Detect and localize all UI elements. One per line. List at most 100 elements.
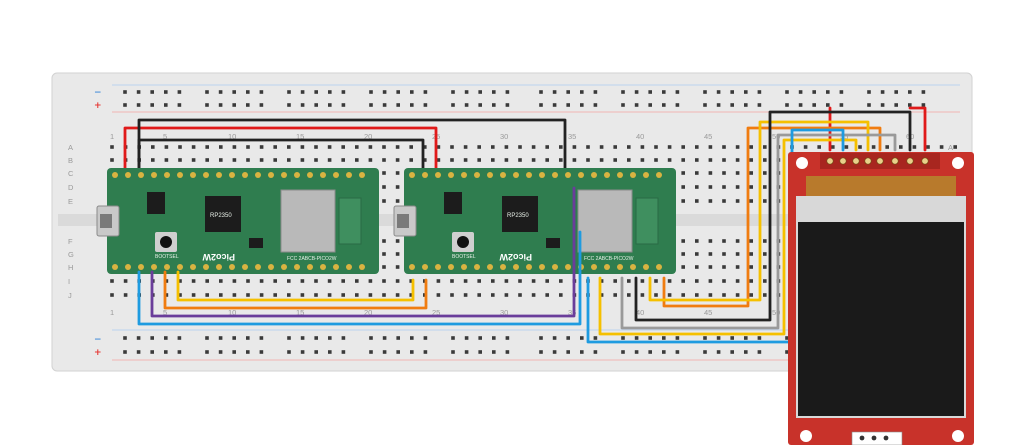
breadboard-hole: [110, 158, 114, 162]
col-num-bot-45: 45: [704, 308, 712, 317]
breadboard-hole: [531, 293, 536, 297]
breadboard-hole: [559, 293, 563, 297]
breadboard-hole: [382, 158, 386, 162]
power-rail-hole: [785, 350, 789, 354]
display-bottom-pins: [859, 435, 889, 441]
breadboard-hole: [164, 293, 169, 297]
breadboard-hole: [613, 158, 617, 162]
breadboard-hole: [627, 145, 631, 149]
power-rail-hole: [287, 90, 291, 94]
power-rail-hole: [505, 90, 510, 94]
breadboard-hole: [205, 158, 209, 162]
power-rail-hole: [634, 90, 639, 94]
breadboard-hole: [654, 145, 658, 149]
power-rail-hole: [703, 350, 707, 354]
breadboard-hole: [382, 265, 386, 269]
breadboard-hole: [803, 145, 808, 149]
power-rail-hole: [566, 350, 570, 354]
breadboard-hole: [695, 158, 699, 162]
wire-yellow-long-to-display: [598, 138, 858, 336]
breadboard-hole: [300, 145, 305, 149]
row-letter-b: B: [68, 156, 73, 165]
power-rail-hole: [593, 90, 598, 94]
breadboard-hole: [695, 145, 699, 149]
power-rail-hole: [744, 90, 748, 94]
fcc-label: FCC 2ABCB-PICO2W: [584, 256, 634, 262]
power-rail-hole: [648, 336, 652, 340]
power-rail-hole: [396, 350, 400, 354]
pico-pcb: [107, 168, 379, 274]
breadboard-hole: [681, 185, 685, 189]
breadboard-hole: [191, 158, 196, 162]
breadboard-hole: [341, 279, 345, 283]
wifi-module: [280, 189, 336, 253]
power-rail-hole: [382, 350, 387, 354]
flash-chip: [444, 192, 462, 214]
power-rail-hole: [369, 336, 373, 340]
breadboard-hole: [518, 145, 522, 149]
power-rail-hole: [703, 90, 707, 94]
breadboard-hole: [885, 145, 889, 149]
usb-port-slot: [397, 214, 409, 228]
power-rail-hole: [744, 103, 748, 107]
power-rail-hole: [177, 90, 182, 94]
power-rail-hole: [580, 90, 584, 94]
wire-orange-b1-b2: [163, 270, 428, 310]
wifi-module: [577, 189, 633, 253]
power-rail-hole: [123, 103, 127, 107]
breadboard-hole: [735, 199, 740, 203]
breadboard-hole: [531, 158, 536, 162]
breadboard-hole: [599, 158, 604, 162]
power-rail-hole: [634, 350, 639, 354]
breadboard-hole: [314, 293, 318, 297]
power-rail-hole: [150, 103, 154, 107]
power-rail-hole: [675, 350, 680, 354]
wire-red-board-to-board: [123, 126, 438, 172]
breadboard-hole: [450, 145, 454, 149]
col-num-top-35: 35: [568, 132, 576, 141]
breadboard-hole: [287, 293, 291, 297]
top-rail-plus-label: +: [94, 101, 102, 111]
breadboard-hole: [232, 279, 237, 283]
col-num-top-20: 20: [364, 132, 372, 141]
power-rail-hole: [662, 103, 666, 107]
power-rail-hole: [314, 350, 318, 354]
breadboard-hole: [545, 293, 549, 297]
breadboard-hole: [708, 239, 713, 243]
breadboard-hole: [613, 145, 617, 149]
breadboard-hole: [110, 145, 114, 149]
breadboard-hole: [191, 293, 196, 297]
power-rail-hole: [136, 350, 141, 354]
breadboard-hole: [695, 239, 699, 243]
breadboard-hole: [681, 199, 685, 203]
breadboard-hole: [300, 293, 305, 297]
power-rail-hole: [744, 350, 748, 354]
breadboard-hole: [735, 185, 740, 189]
power-rail-hole: [580, 350, 584, 354]
breadboard-hole: [640, 158, 645, 162]
power-rail-hole: [552, 336, 557, 340]
power-rail-hole: [369, 90, 373, 94]
breadboard-hole: [722, 185, 726, 189]
breadboard-hole: [395, 145, 400, 149]
power-rail-hole: [396, 336, 400, 340]
power-rail-hole: [785, 90, 789, 94]
breadboard-hole: [749, 265, 753, 269]
power-rail-hole: [730, 336, 734, 340]
power-rail-hole: [123, 350, 127, 354]
pico-pin-row-bottom: [112, 264, 365, 270]
power-rail-hole: [287, 336, 291, 340]
power-rail-hole: [164, 90, 168, 94]
breadboard-hole: [599, 293, 604, 297]
breadboard-hole: [436, 279, 441, 283]
power-rail-hole: [259, 103, 264, 107]
power-rail-hole: [300, 103, 305, 107]
breadboard-hole: [368, 293, 373, 297]
power-rail-hole: [232, 350, 236, 354]
breadboard-hole: [436, 145, 441, 149]
breadboard-hole: [722, 293, 726, 297]
breadboard-hole: [899, 145, 903, 149]
breadboard-hole: [259, 158, 264, 162]
pico-board-2: RP2350 Pico2W BOOTSEL FCC 2ABCB-PICO2W: [393, 168, 676, 274]
breadboard-hole: [395, 171, 400, 175]
